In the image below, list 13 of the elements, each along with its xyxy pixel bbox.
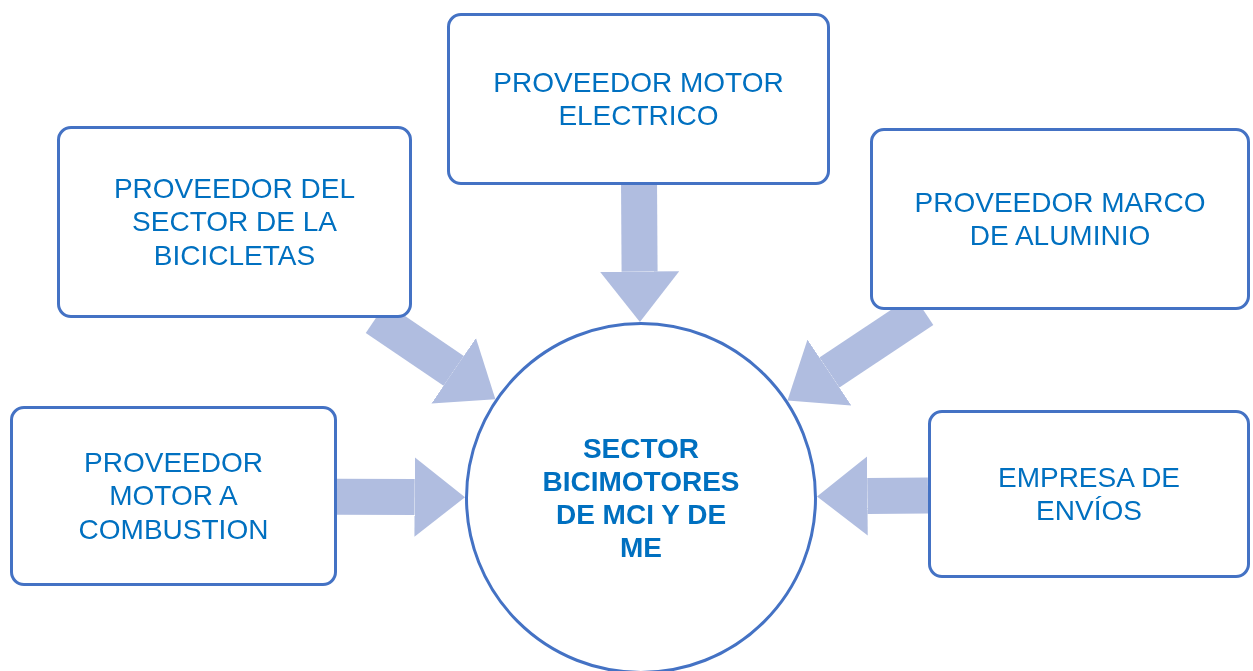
node-label: PROVEEDOR MOTOR ELECTRICO	[492, 65, 785, 133]
node-label: PROVEEDOR MARCO DE ALUMINIO	[913, 185, 1207, 253]
supplier-box	[870, 128, 1250, 310]
supplier-box	[447, 13, 830, 185]
block-arrow	[336, 457, 465, 537]
supplier-box	[10, 406, 337, 586]
node-label: PROVEEDOR DEL SECTOR DE LA BICICLETAS	[112, 172, 357, 272]
block-arrow	[600, 184, 680, 322]
supplier-box	[57, 126, 412, 318]
node-label: PROVEEDOR MOTOR A COMBUSTION	[77, 446, 270, 546]
node-label: EMPRESA DE ENVÍOS	[996, 460, 1182, 528]
supplier-box	[928, 410, 1250, 578]
node-label: SECTOR BICIMOTORES DE MCI Y DE ME	[541, 431, 741, 565]
